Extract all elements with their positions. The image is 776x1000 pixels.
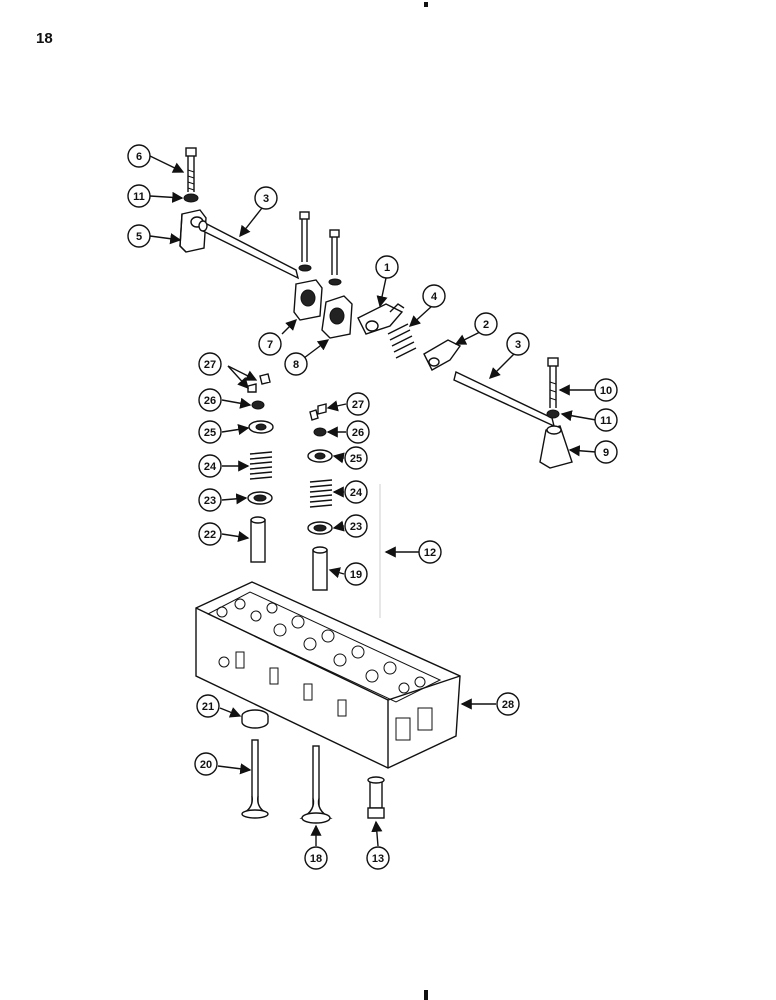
callout-25-mid-label: 25 xyxy=(350,453,362,465)
callout-4: 4 xyxy=(422,284,446,308)
callout-11-top-label: 11 xyxy=(133,191,145,203)
part-washer-11-top xyxy=(183,193,199,203)
page-number: 18 xyxy=(36,30,53,47)
part-guide-19 xyxy=(312,546,328,591)
callout-3-right-label: 3 xyxy=(515,339,521,351)
part-bolt-6 xyxy=(185,147,197,192)
part-plug-13 xyxy=(367,776,385,819)
callout-25-left-label: 25 xyxy=(204,427,216,439)
callout-24-left: 24 xyxy=(198,454,222,478)
part-cylinder-head-28 xyxy=(195,581,461,769)
part-support-5 xyxy=(179,209,207,253)
callout-1-label: 1 xyxy=(384,262,390,274)
callout-13: 13 xyxy=(366,846,390,870)
part-shaft-3-right xyxy=(453,370,556,428)
callout-12: 12 xyxy=(418,540,442,564)
callout-28: 28 xyxy=(496,692,520,716)
callout-18-label: 18 xyxy=(310,853,322,865)
callout-23-mid-label: 23 xyxy=(350,521,362,533)
callout-7-label: 7 xyxy=(267,339,273,351)
callout-18: 18 xyxy=(304,846,328,870)
part-valve-20 xyxy=(241,739,269,819)
callout-23-left: 23 xyxy=(198,488,222,512)
callout-2-label: 2 xyxy=(483,319,489,331)
callout-2: 2 xyxy=(474,312,498,336)
callout-20: 20 xyxy=(194,752,218,776)
binding-mark-top xyxy=(424,2,428,7)
part-valve-18 xyxy=(299,745,333,824)
callout-22: 22 xyxy=(198,522,222,546)
callout-24-left-label: 24 xyxy=(204,461,217,473)
callout-1: 1 xyxy=(375,255,399,279)
part-spring-24-mid xyxy=(309,479,333,508)
part-spring-4 xyxy=(387,323,417,359)
callout-8-label: 8 xyxy=(293,359,299,371)
part-support-8 xyxy=(321,295,353,339)
part-seat-insert-21 xyxy=(241,709,269,729)
part-support-7 xyxy=(293,279,323,321)
leader-lines xyxy=(149,155,597,847)
part-bolt-8 xyxy=(328,229,342,286)
callout-22-label: 22 xyxy=(204,529,216,541)
callout-28-label: 28 xyxy=(502,699,514,711)
callout-27-mid: 27 xyxy=(346,392,370,416)
part-washer-23-left xyxy=(247,491,273,505)
callout-5-label: 5 xyxy=(136,231,142,243)
part-seal-26-left xyxy=(251,400,265,410)
part-collet-27-mid xyxy=(309,403,327,421)
callout-27-left: 27 xyxy=(198,352,222,376)
part-collet-27-left xyxy=(247,373,271,393)
part-spring-24-left xyxy=(249,451,273,480)
callout-8: 8 xyxy=(284,352,308,376)
callout-11-top: 11 xyxy=(127,184,151,208)
callout-24-mid: 24 xyxy=(344,480,368,504)
callout-3-right: 3 xyxy=(506,332,530,356)
callout-11-right-label: 11 xyxy=(600,415,612,427)
callout-13-label: 13 xyxy=(372,853,384,865)
part-washer-11-right xyxy=(546,409,560,419)
callout-26-mid: 26 xyxy=(346,420,370,444)
callout-27-left-label: 27 xyxy=(204,359,216,371)
part-seal-26-mid xyxy=(313,427,327,437)
callout-11-right: 11 xyxy=(594,408,618,432)
callout-5: 5 xyxy=(127,224,151,248)
callout-20-label: 20 xyxy=(200,759,212,771)
callout-9-label: 9 xyxy=(603,447,609,459)
callout-19: 19 xyxy=(344,562,368,586)
callout-26-mid-label: 26 xyxy=(352,427,364,439)
callout-10: 10 xyxy=(594,378,618,402)
part-washer-23-mid xyxy=(307,521,333,535)
callout-25-mid: 25 xyxy=(344,446,368,470)
callout-6: 6 xyxy=(127,144,151,168)
callout-7: 7 xyxy=(258,332,282,356)
callout-21-label: 21 xyxy=(202,701,214,713)
callout-26-left: 26 xyxy=(198,388,222,412)
part-retainer-25-mid xyxy=(307,449,333,463)
part-retainer-25-left xyxy=(248,420,274,434)
callout-19-label: 19 xyxy=(350,569,362,581)
callout-12-label: 12 xyxy=(424,547,436,559)
callout-25-left: 25 xyxy=(198,420,222,444)
callout-21: 21 xyxy=(196,694,220,718)
part-bolt-7 xyxy=(298,211,312,272)
part-bolt-10 xyxy=(547,357,559,408)
callout-3-left: 3 xyxy=(254,186,278,210)
part-shaft-3-left xyxy=(198,220,300,280)
callout-24-mid-label: 24 xyxy=(350,487,363,499)
callout-27-mid-label: 27 xyxy=(352,399,364,411)
part-guide-22 xyxy=(250,516,266,563)
callout-23-mid: 23 xyxy=(344,514,368,538)
binding-mark-bottom xyxy=(424,990,428,1000)
callout-23-left-label: 23 xyxy=(204,495,216,507)
callout-4-label: 4 xyxy=(431,291,438,303)
callout-10-label: 10 xyxy=(600,385,612,397)
callout-6-label: 6 xyxy=(136,151,142,163)
callout-26-left-label: 26 xyxy=(204,395,216,407)
part-support-9 xyxy=(539,425,573,469)
callout-9: 9 xyxy=(594,440,618,464)
callout-3-left-label: 3 xyxy=(263,193,269,205)
part-rocker-arm-2 xyxy=(423,339,462,371)
